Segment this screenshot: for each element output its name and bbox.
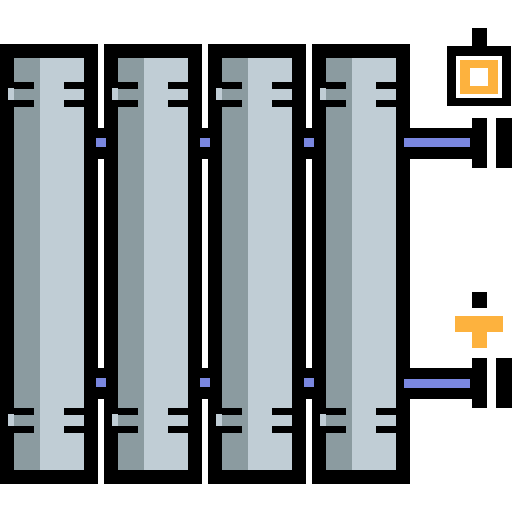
fin-shadow [222, 58, 248, 470]
fin-notch-gap [216, 88, 222, 100]
fin-notch-right [64, 82, 84, 89]
fin-notch-right [168, 100, 188, 107]
fin-notch-left [118, 408, 138, 415]
fin-notch-right [376, 82, 396, 89]
fin-notch-left [14, 408, 34, 415]
fin-notch-gap [8, 88, 14, 100]
fin-notch-right [64, 408, 84, 415]
fin-notch-right [272, 82, 292, 89]
fin-shadow [118, 58, 144, 470]
fin-notch-gap [320, 414, 326, 426]
fin-notch-left [326, 82, 346, 89]
fin-notch-right [168, 426, 188, 433]
fin-notch-right [272, 426, 292, 433]
fin-shadow [14, 58, 40, 470]
fin-notch-right [168, 408, 188, 415]
fin-connector-core [96, 138, 106, 147]
fin-notch-left [118, 100, 138, 107]
fin-notch-right [272, 100, 292, 107]
fin-connector-core [200, 378, 210, 387]
fin-notch-right [64, 100, 84, 107]
top-pipe [404, 118, 512, 168]
fin-connector-core [304, 138, 314, 147]
fin-notch-left [14, 426, 34, 433]
radiator-fins [0, 44, 410, 484]
fin-notch-gap [112, 414, 118, 426]
radiator-fin [104, 44, 202, 484]
fin-notch-gap [112, 88, 118, 100]
fin-notch-left [326, 426, 346, 433]
radiator-fin [0, 44, 98, 484]
valve-knob-icon [447, 28, 511, 106]
fin-notch-right [64, 426, 84, 433]
fin-notch-gap [320, 88, 326, 100]
fin-notch-left [118, 82, 138, 89]
fin-notch-right [376, 426, 396, 433]
fin-notch-right [168, 82, 188, 89]
fin-notch-left [222, 82, 242, 89]
fin-notch-right [376, 100, 396, 107]
fin-notch-right [272, 408, 292, 415]
fin-notch-gap [8, 414, 14, 426]
fin-notch-left [222, 100, 242, 107]
fin-connector-core [200, 138, 210, 147]
radiator-fin [312, 44, 410, 484]
fin-notch-left [14, 82, 34, 89]
radiator-fin [208, 44, 306, 484]
bottom-pipe [404, 358, 512, 408]
fin-notch-left [326, 408, 346, 415]
fin-notch-left [14, 100, 34, 107]
drain-valve-icon [455, 292, 503, 348]
fin-notch-right [376, 408, 396, 415]
fin-shadow [326, 58, 352, 470]
fin-notch-left [222, 426, 242, 433]
fin-notch-gap [216, 414, 222, 426]
fin-notch-left [118, 426, 138, 433]
fin-connector-core [304, 378, 314, 387]
fin-notch-left [326, 100, 346, 107]
fin-connector-core [96, 378, 106, 387]
fin-notch-left [222, 408, 242, 415]
